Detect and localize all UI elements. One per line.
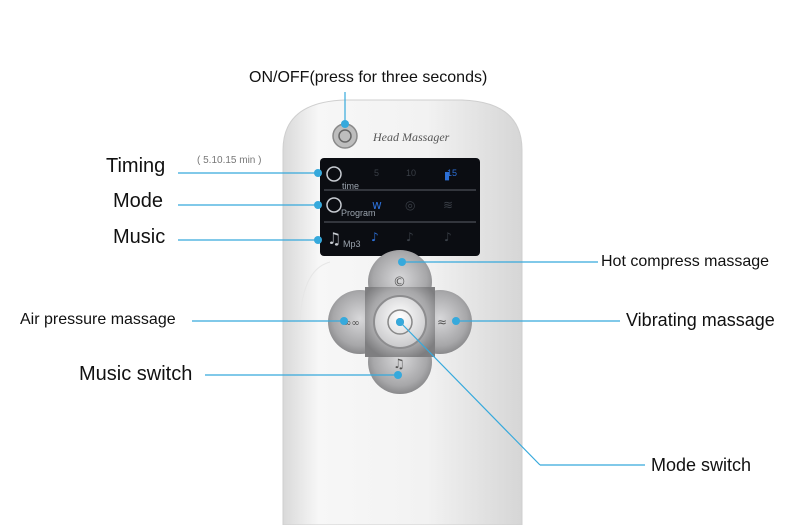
air-pressure-label: Air pressure massage <box>20 311 176 328</box>
lcd-screen <box>320 158 480 256</box>
svg-text:♪: ♪ <box>406 230 414 244</box>
timer-icon <box>326 166 342 182</box>
music-note-icon: ♫ <box>327 229 341 248</box>
screen-row-time-value-2: 10 <box>406 168 417 178</box>
hot-compress-icon: © <box>393 275 406 290</box>
screen-row-time-value-1: 5 <box>374 168 380 178</box>
music-switch-icon: ♫ <box>393 357 405 372</box>
music-label: Music <box>113 226 166 248</box>
music-switch-label: Music switch <box>79 363 193 385</box>
mode-switch-label: Mode switch <box>651 455 752 475</box>
svg-text:ᴡ: ᴡ <box>372 198 382 212</box>
screen-row-program-label: Program <box>341 208 376 218</box>
screen-row-mp3-label: Mp3 <box>343 239 361 249</box>
vibrate-icon: ≈ <box>437 315 447 329</box>
callout-lines <box>178 92 645 466</box>
device-brand: Head Massager <box>373 130 450 144</box>
timing-label: Timing <box>106 155 166 177</box>
screen-row-time-label: time <box>342 181 360 191</box>
hot-compress-label: Hot compress massage <box>601 253 770 270</box>
svg-text:▮: ▮ <box>444 169 450 182</box>
svg-text:≋: ≋ <box>443 198 453 212</box>
mode-label: Mode <box>113 190 164 212</box>
svg-text:◎: ◎ <box>405 198 415 212</box>
control-pad <box>328 250 472 394</box>
callout-dots <box>314 120 460 379</box>
svg-text:♪: ♪ <box>444 230 452 244</box>
screen-row-time-value-3: 15 <box>447 168 458 178</box>
program-icon <box>326 197 342 213</box>
vibrating-label: Vibrating massage <box>626 310 775 330</box>
on-off-label: ON/OFF(press for three seconds) <box>249 69 488 86</box>
air-pressure-icon: ∞∞ <box>343 318 360 329</box>
svg-text:♪: ♪ <box>371 230 379 244</box>
timing-note: ( 5.10.15 min ) <box>197 155 262 166</box>
